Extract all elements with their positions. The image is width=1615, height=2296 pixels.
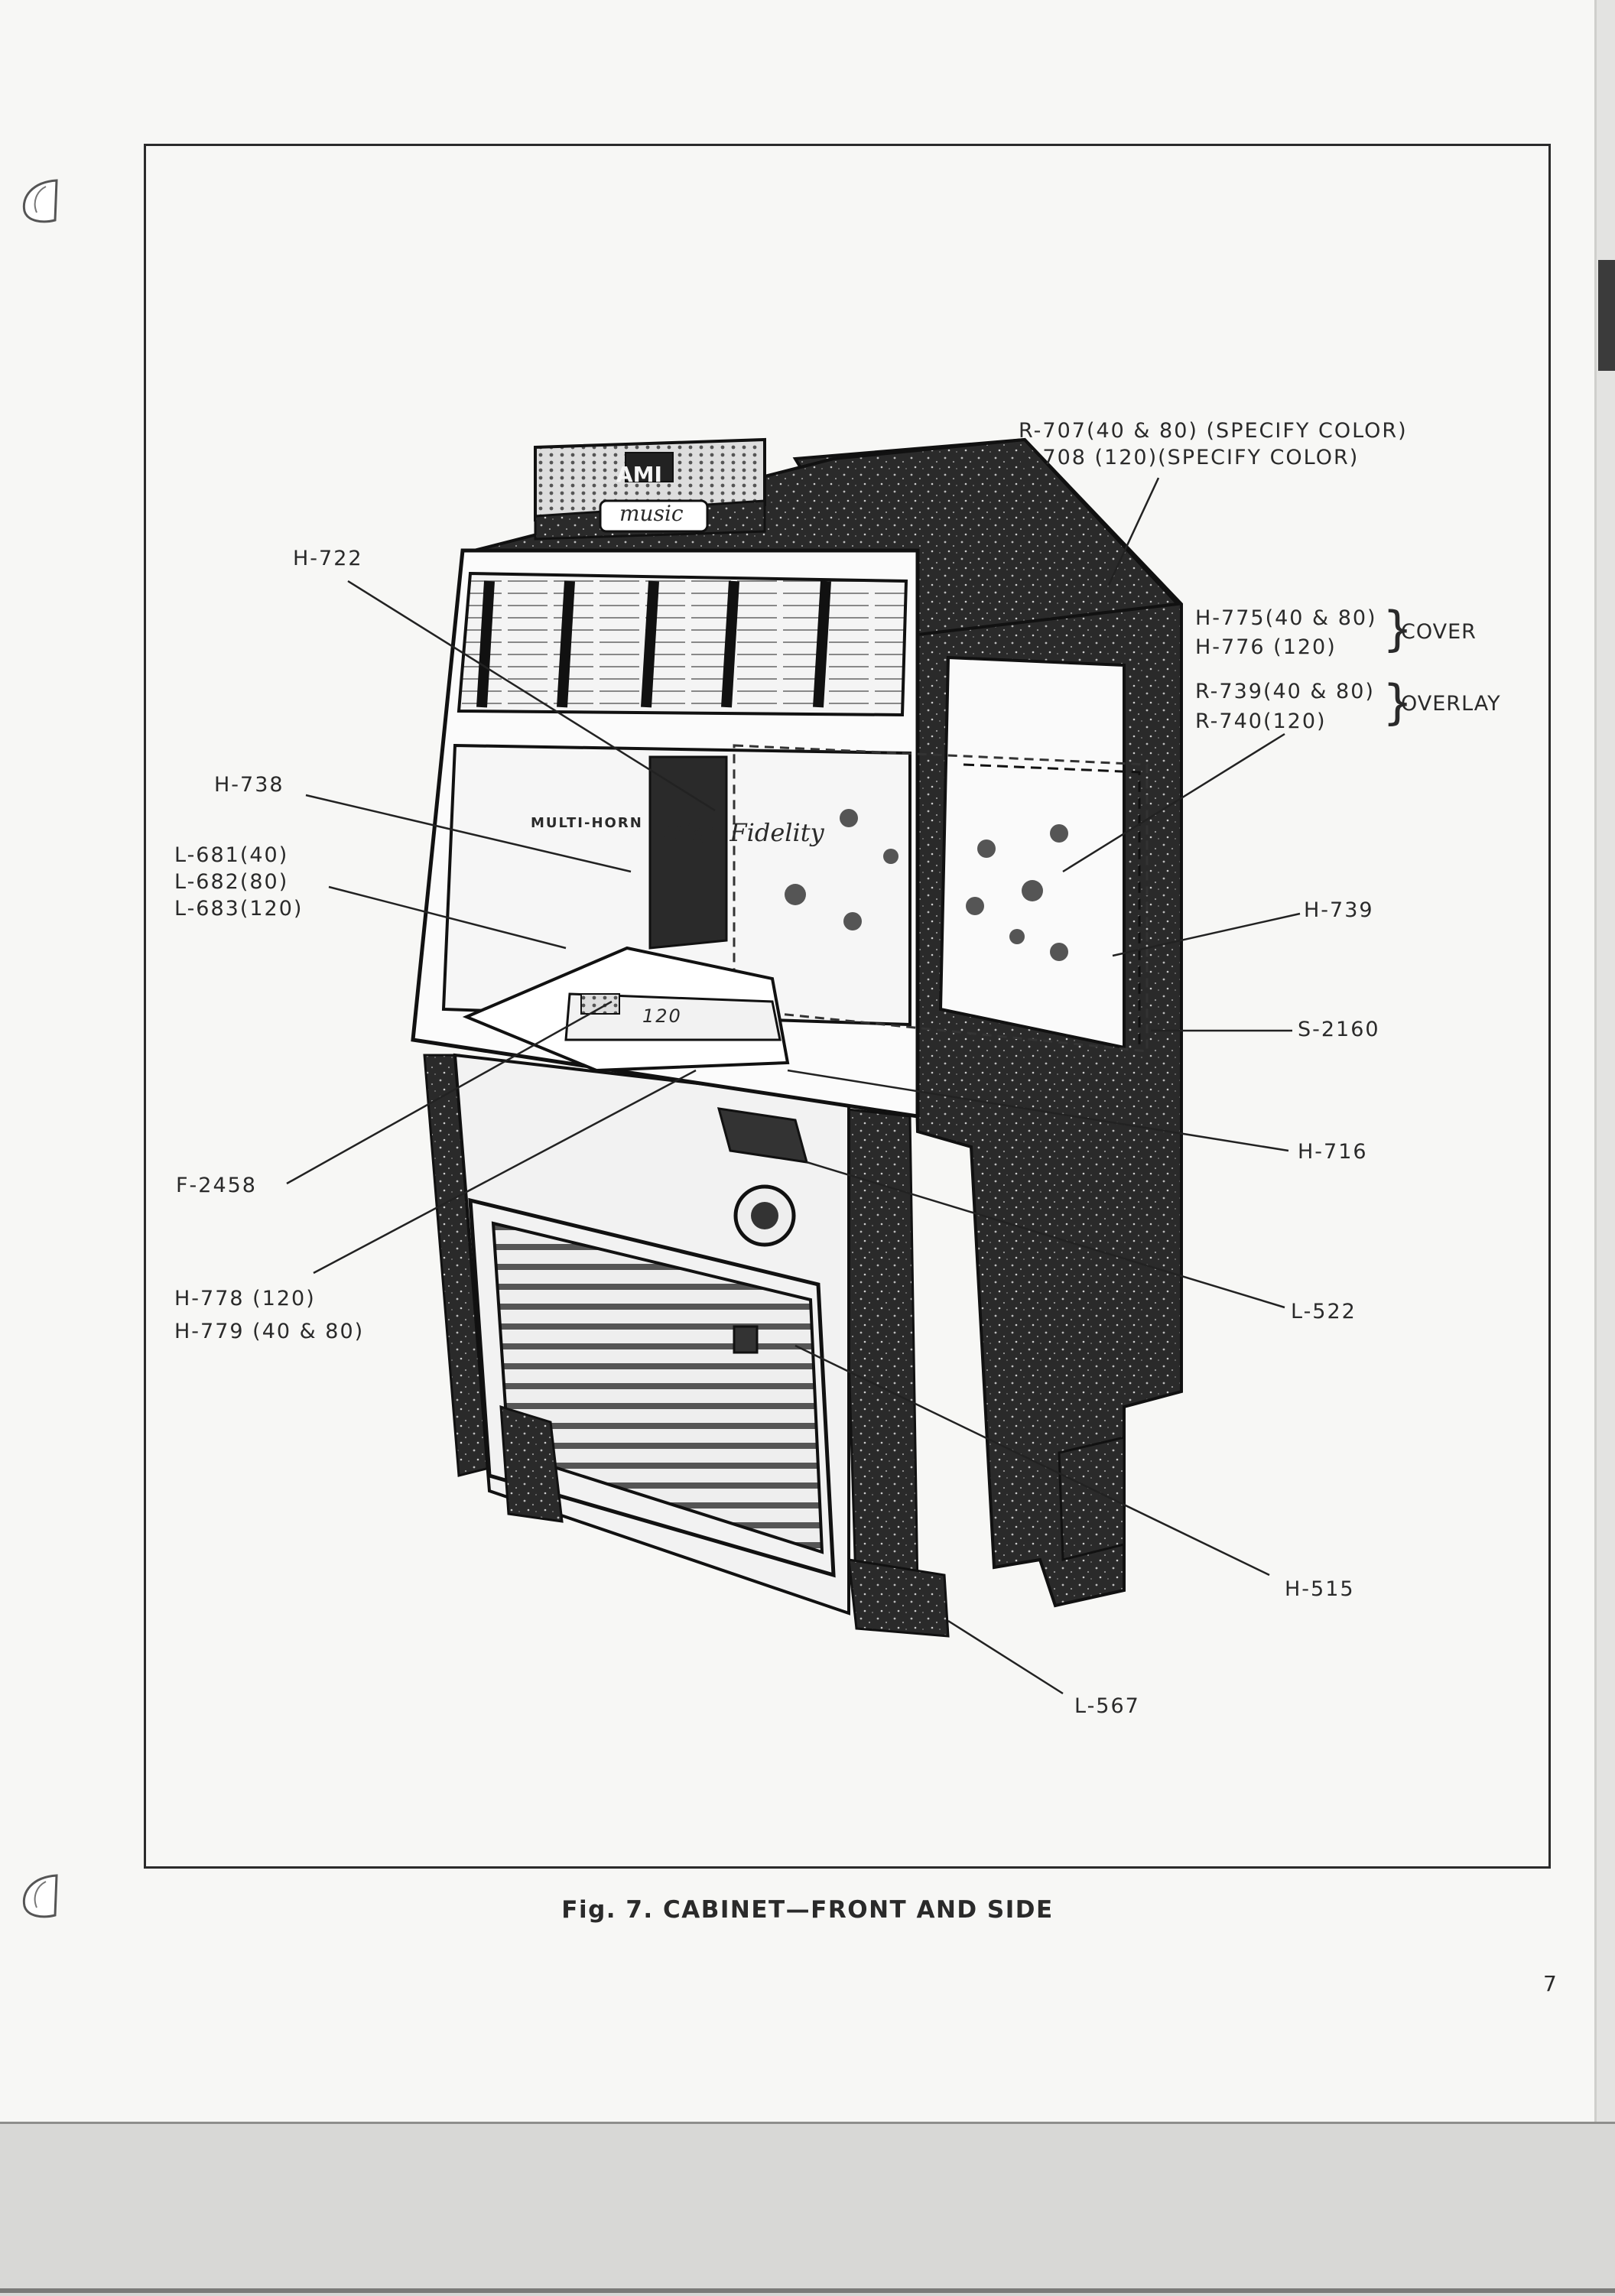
scanner-edge-line	[0, 2288, 1615, 2293]
leg-rear	[1058, 1436, 1126, 1561]
callout-l522: L-522	[1291, 1300, 1357, 1323]
callout-l567: L-567	[1074, 1694, 1140, 1718]
logo-plate	[625, 452, 674, 482]
leg-front-right	[847, 1558, 950, 1638]
figure-frame	[144, 144, 1551, 1869]
callout-h515: H-515	[1285, 1577, 1355, 1601]
overlay-brace: }	[1383, 674, 1413, 730]
callout-l683: L-683(120)	[174, 897, 304, 921]
callout-h722: H-722	[293, 547, 363, 570]
callout-h716: H-716	[1298, 1140, 1368, 1164]
selector-number: 120	[642, 1005, 682, 1027]
callout-h779: H-779 (40 & 80)	[174, 1320, 365, 1343]
callout-h776: H-776 (120)	[1195, 635, 1337, 659]
callout-s2160: S-2160	[1298, 1018, 1380, 1041]
callout-h738: H-738	[214, 773, 284, 797]
callout-f2458: F-2458	[176, 1174, 257, 1197]
speaker-louvre	[491, 1221, 824, 1554]
cover-brace: }	[1383, 601, 1413, 657]
label-overlay: OVERLAY	[1401, 692, 1501, 716]
side-glass-overlay	[938, 655, 1126, 1050]
panel-script: High Fidelity	[661, 818, 824, 847]
callout-r740: R-740(120)	[1195, 710, 1327, 733]
title-strip-dividers	[476, 580, 831, 708]
callout-r707: R-707(40 & 80) (SPECIFY COLOR)	[1019, 419, 1408, 443]
title-strip-window	[457, 571, 908, 717]
logo-script: music	[619, 501, 684, 526]
leg-front-left	[499, 1405, 564, 1523]
page-number: 7	[1543, 1971, 1557, 1996]
music-plate	[599, 499, 709, 533]
scanner-background	[0, 2122, 1615, 2296]
logo-text: AMI	[616, 462, 662, 487]
front-pillar-right	[840, 1107, 919, 1607]
door-lock	[733, 1325, 759, 1354]
binder-hole-top	[22, 179, 58, 223]
binder-hole-bottom	[22, 1874, 58, 1918]
side-panel-dashed	[733, 744, 1149, 1053]
label-cover: COVER	[1401, 620, 1477, 644]
callout-h739: H-739	[1304, 898, 1374, 922]
page-edge-tab	[1597, 0, 1615, 2122]
callout-h775: H-775(40 & 80)	[1195, 606, 1377, 630]
callout-r708: R-708 (120)(SPECIFY COLOR)	[1019, 446, 1360, 469]
callout-l681: L-681(40)	[174, 843, 289, 867]
overlay-dots	[785, 809, 1068, 961]
figure-caption: Fig. 7. CABINET—FRONT AND SIDE	[561, 1896, 1054, 1924]
callout-h778: H-778 (120)	[174, 1287, 316, 1310]
mechanism-column	[648, 755, 728, 950]
callout-l682: L-682(80)	[174, 870, 289, 894]
panel-text: MULTI-HORN	[531, 815, 643, 831]
callout-r739: R-739(40 & 80)	[1195, 680, 1375, 703]
selector-keypad	[580, 993, 620, 1015]
leader-lines	[286, 477, 1301, 1695]
edge-marker	[1598, 260, 1615, 371]
